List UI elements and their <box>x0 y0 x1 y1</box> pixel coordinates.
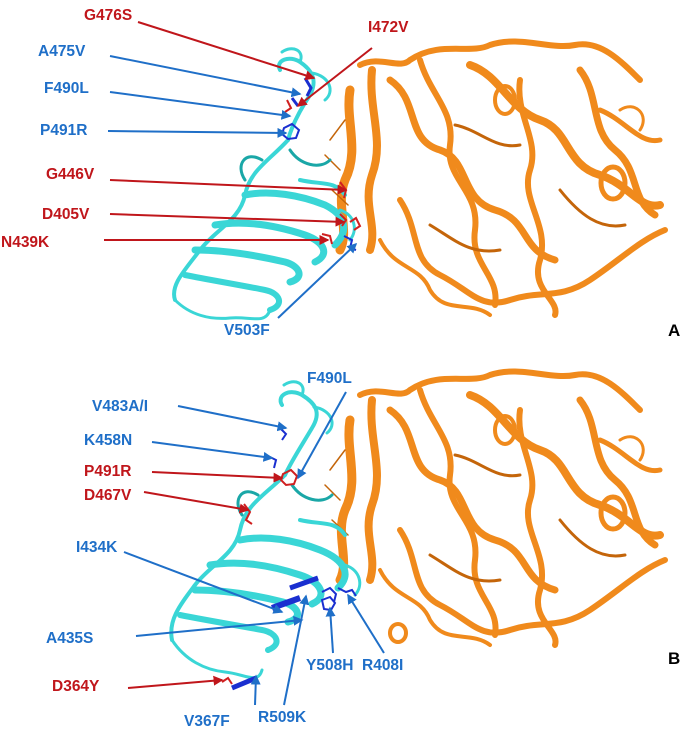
labels-b: F490L V483A/I K458N P491R D467V I434K A4… <box>46 370 403 730</box>
label-i472v: I472V <box>368 19 409 36</box>
label-y508h: Y508H <box>306 657 353 674</box>
panel-a: G476S I472V A475V F490L P491R G446V D405… <box>1 7 680 340</box>
ace2-structure-b <box>324 368 668 648</box>
label-a435s: A435S <box>46 630 93 647</box>
label-v367f: V367F <box>184 713 230 730</box>
arrows-b <box>123 391 385 706</box>
panel-letter-a: A <box>668 321 680 340</box>
ace2-structure-a <box>324 38 668 318</box>
label-i434k: I434K <box>76 539 118 556</box>
label-r408i: R408I <box>362 657 403 674</box>
label-d467v: D467V <box>84 487 132 504</box>
label-f490l: F490L <box>44 80 89 97</box>
label-k458n: K458N <box>84 432 132 449</box>
label-g476s: G476S <box>84 7 132 24</box>
label-v483ai: V483A/I <box>92 398 148 415</box>
label-g446v: G446V <box>46 166 95 183</box>
label-r509k: R509K <box>258 709 307 726</box>
label-f490l-b: F490L <box>307 370 352 387</box>
label-d364y: D364Y <box>52 678 100 695</box>
label-p491r: P491R <box>40 122 87 139</box>
label-n439k: N439K <box>1 234 50 251</box>
label-d405v: D405V <box>42 206 90 223</box>
arrows-a <box>104 21 373 319</box>
rbd-structure-b <box>169 380 362 680</box>
label-v503f: V503F <box>224 322 270 339</box>
label-p491r-b: P491R <box>84 463 131 480</box>
label-a475v: A475V <box>38 43 86 60</box>
labels-a: G476S I472V A475V F490L P491R G446V D405… <box>1 7 409 339</box>
panel-letter-b: B <box>668 649 680 668</box>
rbd-structure-a <box>172 47 356 321</box>
panel-b: F490L V483A/I K458N P491R D467V I434K A4… <box>46 368 680 730</box>
